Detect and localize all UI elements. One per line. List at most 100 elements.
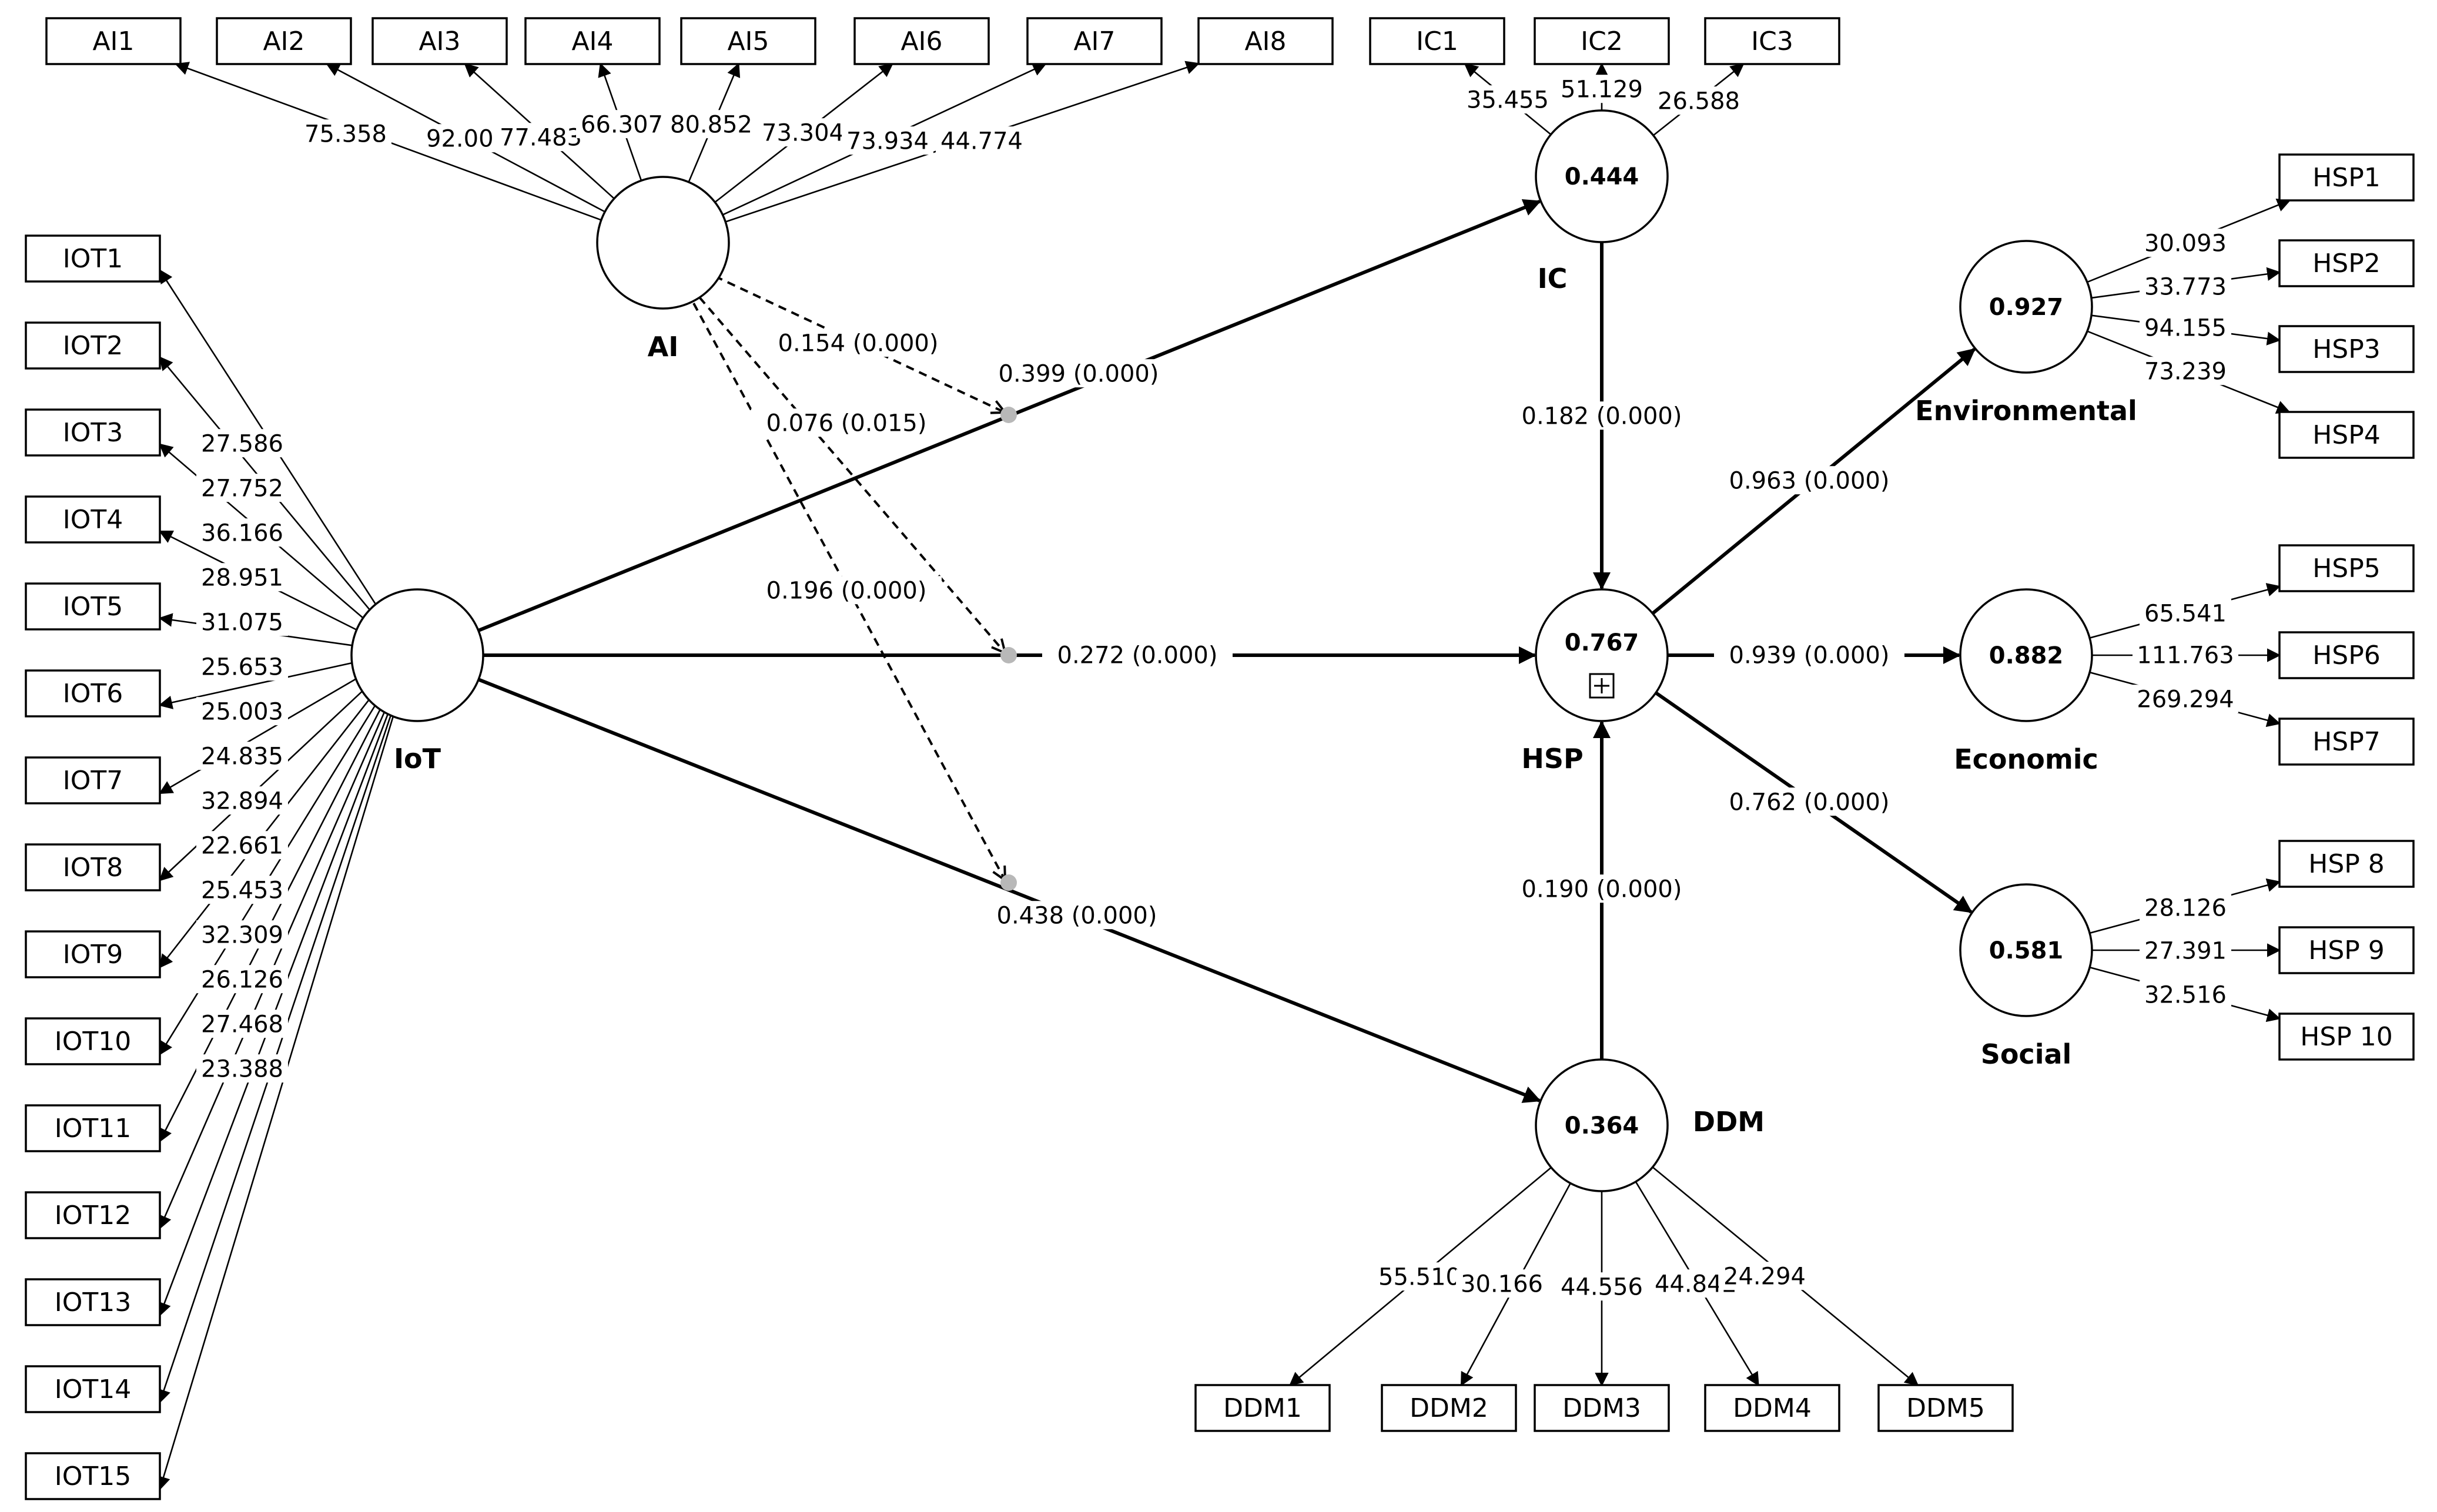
construct-name-ic: IC [1538, 263, 1568, 294]
path-iot-ddm-label: 0.438 (0.000) [997, 903, 1157, 930]
expand-plus-icon [1589, 673, 1615, 699]
indicator-box-iot3 [25, 408, 161, 457]
loading-value-ddm1-bg [1374, 1262, 1465, 1291]
indicator-box-ddm5 [1877, 1384, 2014, 1432]
loading-value-iot9: 32.894 [201, 788, 283, 815]
construct-name-iot: IoT [394, 743, 441, 775]
loading-value-ai7-bg [842, 126, 933, 155]
indicator-box-ai8 [1197, 17, 1334, 65]
loading-value-hsp2: 33.773 [2144, 274, 2227, 301]
loading-value-iot8-bg [196, 742, 288, 770]
moderation-ai-iot-hsp [698, 296, 1005, 653]
indicator-label-hsp-10: HSP 10 [2300, 1022, 2393, 1052]
loading-value-iot11: 25.453 [201, 877, 283, 904]
loading-value-hsp6-bg [2133, 641, 2238, 669]
loading-value-ai6: 73.304 [762, 120, 844, 147]
loading-value-iot3-bg [196, 518, 288, 547]
path-ddm-hsp-label: 0.190 (0.000) [1522, 876, 1682, 903]
indicator-box-iot7 [25, 756, 161, 804]
indicator-box-iot12 [25, 1191, 161, 1239]
loading-value-ic3-bg [1653, 86, 1745, 115]
indicator-label-ai5: AI5 [727, 26, 769, 56]
loading-arrow-iot6 [158, 662, 353, 709]
path-iot-ic-label-bg [983, 359, 1174, 388]
moderation-ai-iot-ddm-point [1000, 874, 1017, 891]
indicator-box-hsp1 [2278, 153, 2415, 202]
loading-value-hsp6: 111.763 [2137, 642, 2234, 669]
loading-value-ai7: 73.934 [846, 128, 929, 155]
loading-value-iot6: 25.653 [201, 654, 283, 681]
moderation-ai-iot-ic-label-bg [763, 328, 953, 357]
path-ic-hsp-label: 0.182 (0.000) [1522, 403, 1682, 430]
indicator-box-iot6 [25, 669, 161, 718]
path-hsp-environmental-label-bg [1714, 466, 1904, 495]
indicator-label-iot12: IOT12 [55, 1201, 131, 1231]
indicator-label-iot9: IOT9 [63, 940, 123, 970]
loading-value-ai1-bg [300, 119, 391, 148]
indicator-label-iot5: IOT5 [63, 592, 123, 622]
loading-value-ai4-bg [576, 110, 668, 139]
indicator-label-ai2: AI2 [263, 26, 304, 56]
loading-value-hsp3-bg [2140, 313, 2231, 342]
indicator-box-ic1 [1369, 17, 1505, 65]
loading-value-ic1: 35.455 [1467, 87, 1549, 114]
construct-circle-social [1959, 883, 2093, 1017]
loading-value-hsp2-bg [2140, 272, 2231, 301]
indicator-label-ic2: IC2 [1581, 26, 1623, 56]
construct-name-environmental: Environmental [1915, 395, 2137, 427]
loading-value-hsp4-bg [2140, 357, 2231, 385]
construct-r2-hsp: 0.767 [1565, 629, 1639, 656]
loading-value-iot9-bg [196, 786, 288, 815]
indicator-box-hsp5 [2278, 544, 2415, 592]
indicator-label-iot4: IOT4 [63, 505, 123, 535]
loading-value-ic3: 26.588 [1658, 88, 1740, 115]
indicator-label-hsp1: HSP1 [2312, 163, 2381, 193]
indicator-box-iot15 [25, 1452, 161, 1500]
construct-name-ddm: DDM [1693, 1106, 1765, 1138]
indicator-box-ic2 [1534, 17, 1670, 65]
loading-value-ai5-bg [665, 110, 757, 139]
indicator-label-ai3: AI3 [419, 26, 460, 56]
loading-value-hsp-10-bg [2140, 980, 2231, 1009]
loading-value-ddm3-bg [1556, 1272, 1648, 1301]
loading-value-hsp-8: 28.126 [2144, 895, 2227, 922]
indicator-box-hsp6 [2278, 631, 2415, 679]
loading-value-ai6-bg [757, 118, 849, 147]
indicator-box-ai6 [853, 17, 990, 65]
indicator-label-hsp7: HSP7 [2312, 727, 2381, 757]
indicator-label-ai7: AI7 [1073, 26, 1115, 56]
loading-value-ic1-bg [1462, 85, 1554, 114]
loading-value-hsp5-bg [2140, 599, 2231, 628]
moderation-ai-iot-ic-point [1000, 407, 1017, 423]
indicator-box-iot13 [25, 1278, 161, 1326]
construct-r2-environmental: 0.927 [1989, 294, 2064, 321]
loading-value-hsp-10: 32.516 [2144, 982, 2227, 1009]
indicator-label-ai4: AI4 [571, 26, 613, 56]
indicator-box-ddm2 [1381, 1384, 1517, 1432]
moderation-ai-iot-ic-label: 0.154 (0.000) [778, 330, 939, 357]
construct-name-social: Social [1981, 1038, 2072, 1070]
loading-value-iot10-bg [196, 831, 288, 860]
construct-circle-ic [1535, 109, 1669, 243]
construct-name-hsp: HSP [1521, 743, 1583, 775]
indicator-label-hsp-9: HSP 9 [2308, 936, 2385, 965]
loading-value-hsp1-bg [2140, 229, 2231, 257]
path-iot-ddm-label-bg [982, 901, 1172, 930]
moderation-ai-iot-ddm-label-bg [751, 576, 942, 605]
indicator-label-iot7: IOT7 [63, 766, 123, 796]
loading-value-ai3: 77.483 [500, 125, 582, 152]
loading-value-iot5: 31.075 [201, 609, 283, 636]
loading-value-ddm1: 55.510 [1378, 1264, 1461, 1291]
loading-value-hsp-8-bg [2140, 893, 2231, 922]
loading-value-iot10: 22.661 [201, 833, 283, 860]
indicator-box-iot8 [25, 843, 161, 891]
indicator-label-iot6: IOT6 [63, 679, 123, 709]
indicator-box-hsp2 [2278, 239, 2415, 287]
loading-arrow-iot15 [156, 716, 394, 1491]
loading-value-ai1: 75.358 [304, 121, 387, 148]
loading-value-iot15-bg [196, 1054, 288, 1083]
loading-value-iot1: 27.586 [201, 431, 283, 458]
indicator-box-iot11 [25, 1104, 161, 1152]
indicator-label-ddm4: DDM4 [1733, 1393, 1812, 1423]
moderation-ai-iot-ddm-label: 0.196 (0.000) [766, 578, 927, 605]
